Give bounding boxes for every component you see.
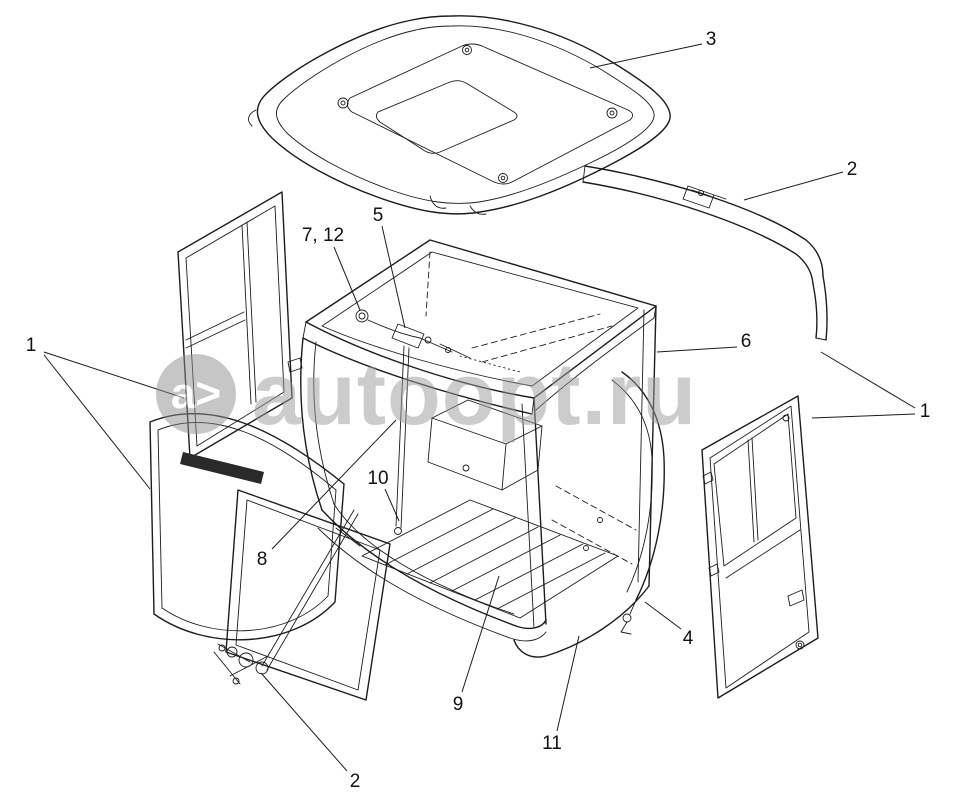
callout-label-5: 5 [373, 205, 384, 226]
callout-label-6: 6 [741, 331, 752, 352]
callout-labels: 3 2 7, 12 5 1 6 1 10 8 4 9 11 2 [26, 29, 931, 792]
part-cab-frame [300, 239, 657, 658]
callout-label-10: 10 [367, 468, 388, 489]
callout-label-8: 8 [257, 549, 268, 570]
callout-label-1-right: 1 [920, 401, 931, 422]
part-roof-panel [248, 15, 671, 215]
callout-label-7-12: 7, 12 [302, 225, 344, 246]
callout-label-2-bottom: 2 [350, 771, 361, 792]
part-left-window [177, 191, 303, 459]
callout-label-9: 9 [453, 694, 464, 715]
callout-label-4: 4 [683, 628, 694, 649]
part-trim-band [582, 165, 828, 341]
callout-lines [43, 43, 916, 772]
part-lower-glass [225, 489, 391, 701]
part-windshield [149, 412, 345, 641]
callout-label-3: 3 [706, 29, 717, 50]
callout-label-1-left: 1 [26, 335, 37, 356]
part-door [701, 395, 819, 699]
part-wiper-assembly [213, 509, 361, 685]
part-side-seal [611, 371, 665, 635]
callout-label-11: 11 [542, 733, 562, 754]
callout-label-2-top: 2 [847, 159, 858, 180]
